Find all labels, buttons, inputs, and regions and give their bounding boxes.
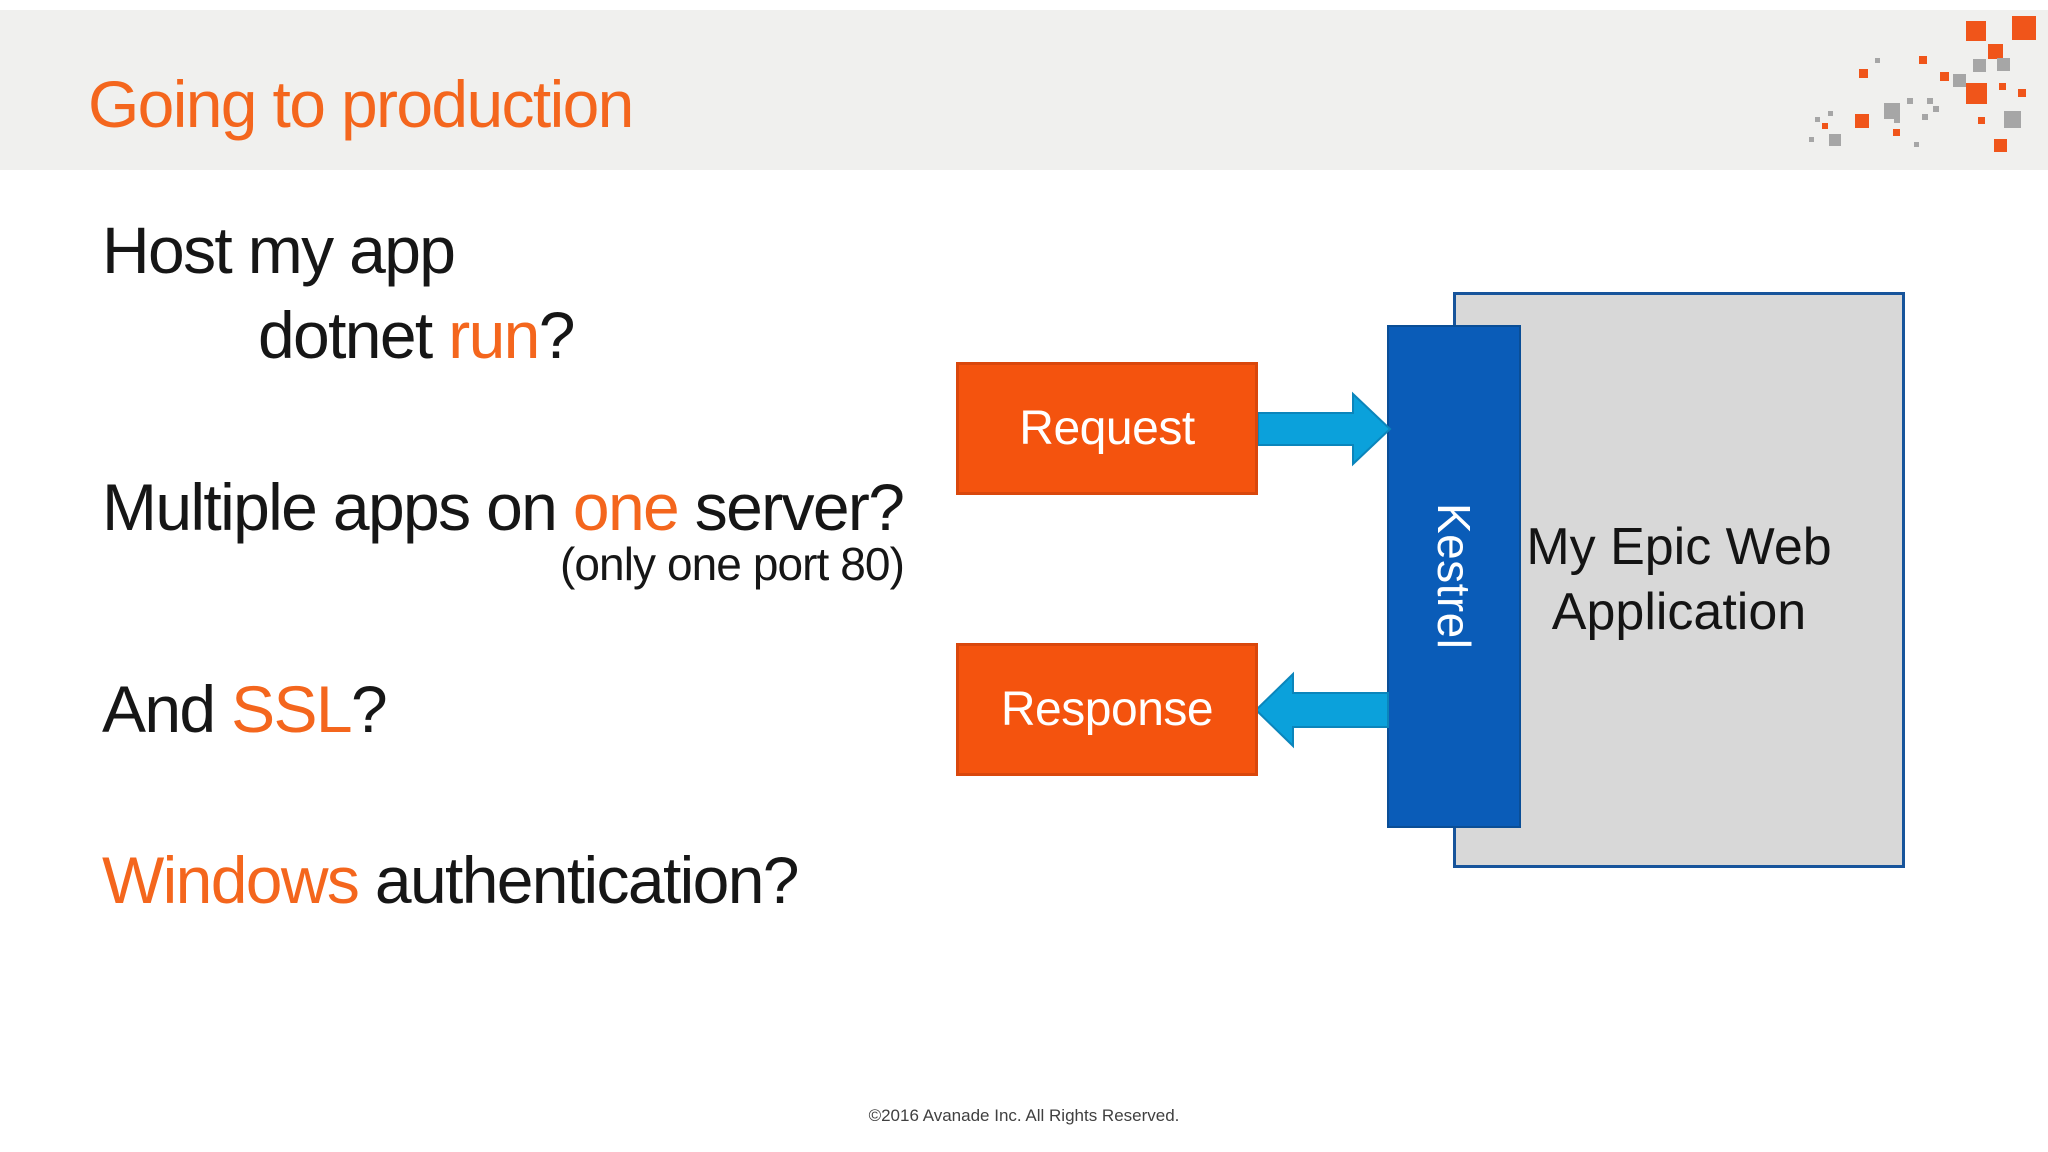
text-segment: ? <box>538 298 576 372</box>
request-arrow-icon <box>1257 391 1392 467</box>
request-box: Request <box>956 362 1258 495</box>
text-segment: dotnet <box>258 298 449 372</box>
web-application-label-line1: My Epic Web <box>1526 518 1832 576</box>
bullet-host-my-app: Host my app <box>102 217 456 283</box>
text-segment: Host my app <box>102 213 456 287</box>
response-label: Response <box>1000 683 1214 736</box>
slide-title: Going to production <box>88 67 634 141</box>
bullet-windows-authentication: Windows authentication? <box>102 847 799 913</box>
bullet-and-ssl: And SSL? <box>102 676 388 742</box>
text-segment: authentication? <box>358 843 800 917</box>
bullet-dotnet-run: dotnet run? <box>258 302 575 368</box>
web-application-label-line2: Application <box>1551 583 1807 641</box>
web-application-box: My Epic Web Application <box>1453 292 1905 868</box>
response-box: Response <box>956 643 1258 776</box>
text-segment: And <box>102 672 232 746</box>
copyright-notice: ©2016 Avanade Inc. All Rights Reserved. <box>868 1106 1180 1125</box>
request-label: Request <box>1019 402 1195 455</box>
text-segment-accent: run <box>448 298 540 372</box>
text-segment-accent: one <box>572 470 680 544</box>
text-segment: (only one port 80) <box>560 538 905 590</box>
header-band: Going to production <box>0 10 2048 170</box>
bullet-multiple-apps: Multiple apps on one server? <box>102 474 905 540</box>
kestrel-bar: Kestrel <box>1387 325 1521 828</box>
note-only-one-port: (only one port 80) <box>560 538 905 590</box>
web-application-label: My Epic Web Application <box>1526 515 1831 645</box>
kestrel-label: Kestrel <box>1428 503 1480 650</box>
text-segment-accent: Windows <box>102 843 360 917</box>
response-arrow-icon <box>1254 671 1389 749</box>
text-segment: ? <box>350 672 388 746</box>
text-segment-accent: SSL <box>231 672 352 746</box>
text-segment: server? <box>678 470 905 544</box>
text-segment: Multiple apps on <box>102 470 573 544</box>
